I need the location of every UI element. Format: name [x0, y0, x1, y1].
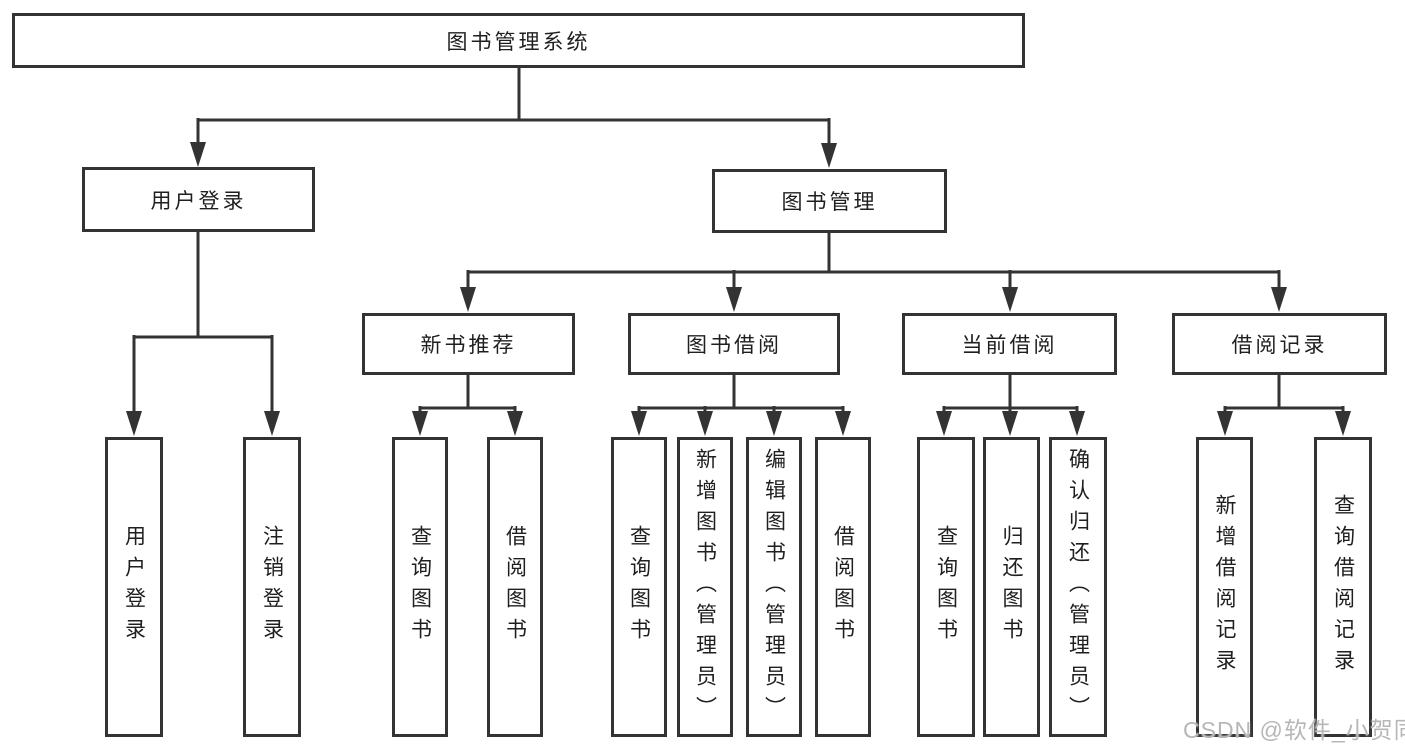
- csdn-watermark: CSDN @软件_小贺同学: [1183, 717, 1405, 743]
- leaf-add-books-admin: 新增图书（管理员）: [677, 437, 733, 737]
- leaf-query-books-recommend: 查询图书: [392, 437, 448, 737]
- leaf-return-books: 归还图书: [983, 437, 1040, 737]
- leaf-query-books-current: 查询图书: [917, 437, 975, 737]
- node-book-borrowing: 图书借阅: [628, 313, 840, 375]
- node-current-borrowing: 当前借阅: [902, 313, 1117, 375]
- leaf-confirm-return-admin: 确认归还（管理员）: [1049, 437, 1107, 737]
- tree-edges: [132, 68, 1345, 414]
- leaf-logout: 注销登录: [243, 437, 301, 737]
- leaf-query-borrow-record: 查询借阅记录: [1314, 437, 1372, 737]
- node-system-root: 图书管理系统: [12, 13, 1025, 68]
- leaf-add-borrow-record: 新增借阅记录: [1196, 437, 1253, 737]
- leaf-edit-books-admin: 编辑图书（管理员）: [746, 437, 802, 737]
- node-new-book-recommend: 新书推荐: [362, 313, 575, 375]
- node-user-login: 用户登录: [82, 167, 315, 232]
- node-borrow-records: 借阅记录: [1172, 313, 1387, 375]
- leaf-user-login: 用户登录: [105, 437, 163, 737]
- leaf-borrow-books-borrowing: 借阅图书: [815, 437, 871, 737]
- leaf-borrow-books-recommend: 借阅图书: [487, 437, 543, 737]
- arrowheads: [126, 142, 1351, 436]
- node-book-management: 图书管理: [712, 169, 947, 233]
- leaf-query-books-borrowing: 查询图书: [611, 437, 667, 737]
